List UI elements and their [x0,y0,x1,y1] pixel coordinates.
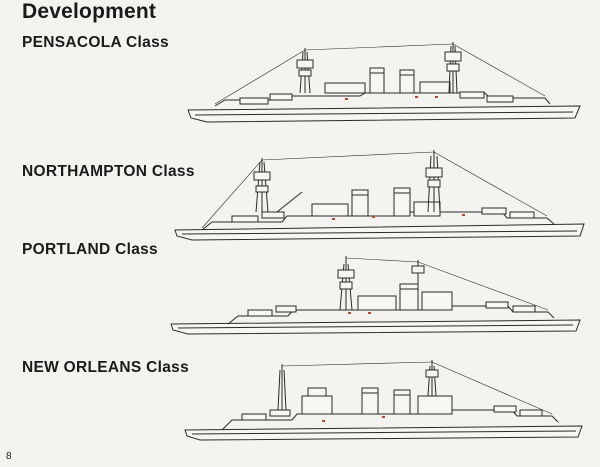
class-label-new-orleans: NEW ORLEANS Class [22,359,190,376]
new-orleans-ship-drawing [182,360,590,442]
pensacola-ship-drawing [185,38,585,123]
page-number: 8 [6,451,12,462]
class-label-northampton: NORTHAMPTON Class [22,163,195,180]
class-label-pensacola: PENSACOLA Class [22,34,169,51]
portland-ship-drawing [168,254,588,336]
page-title: Development [22,0,157,23]
class-label-portland: PORTLAND Class [22,241,158,258]
northampton-ship-drawing [172,150,592,242]
